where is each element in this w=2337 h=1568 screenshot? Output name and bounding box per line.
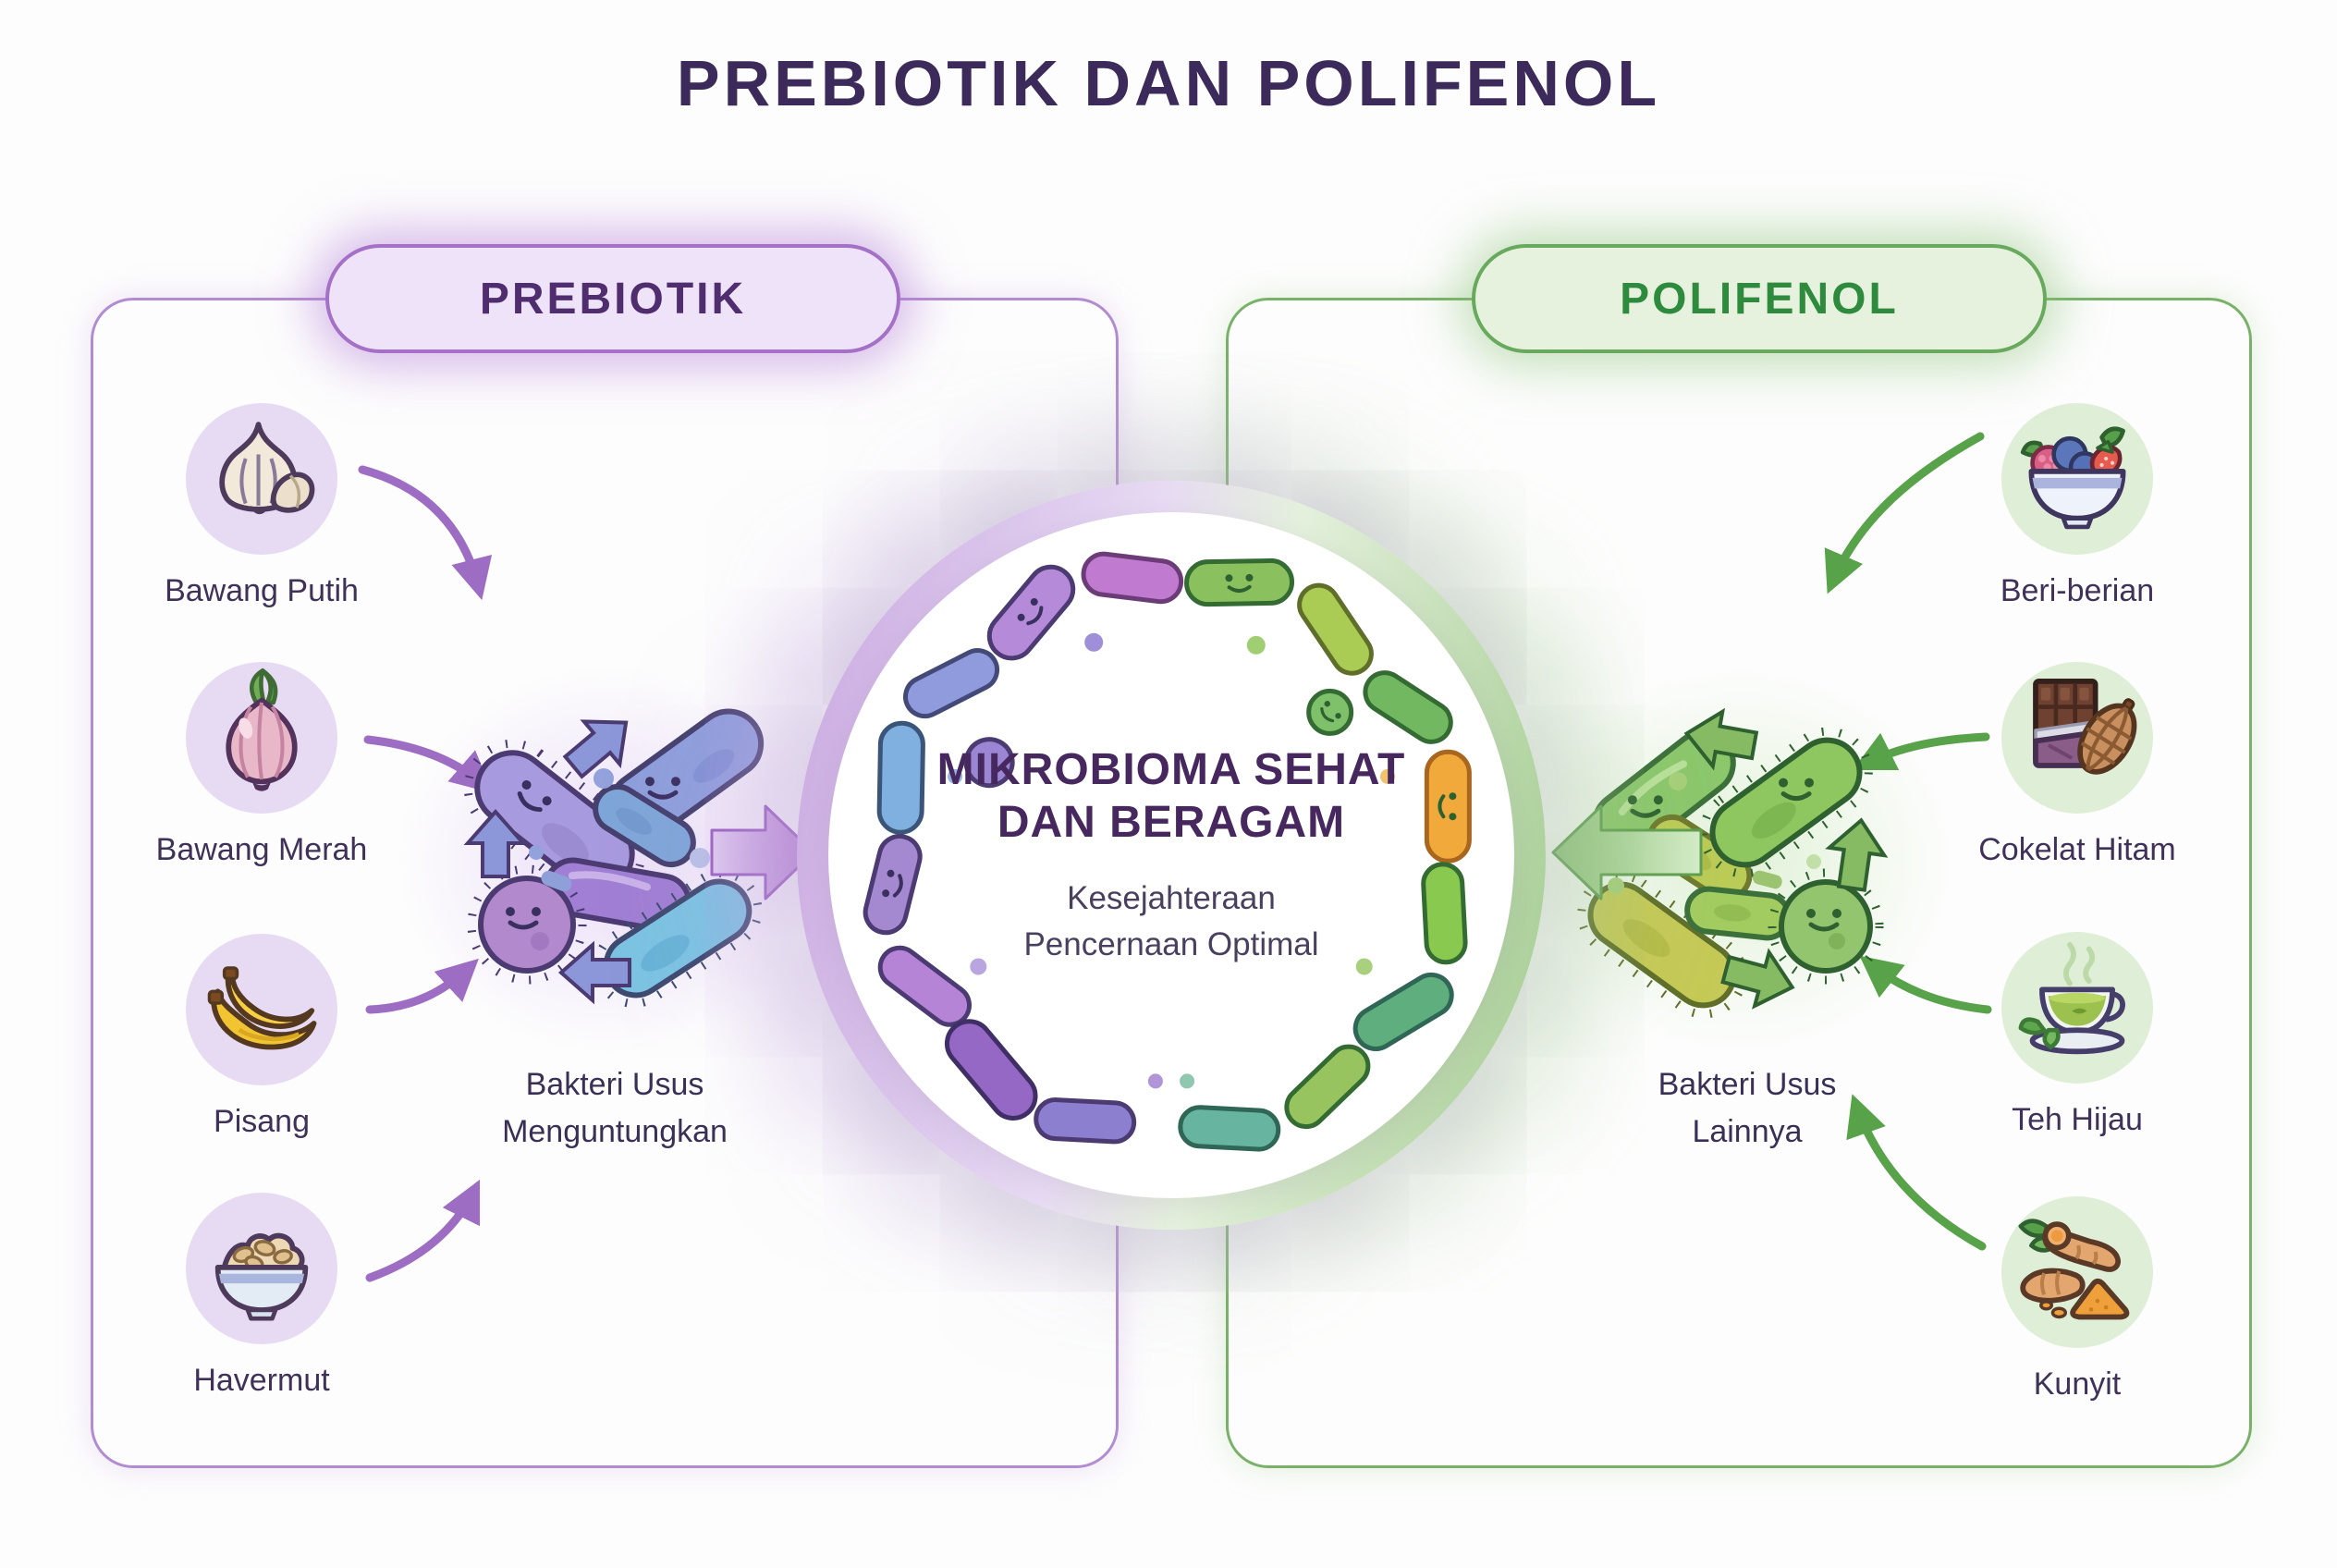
- polyphenol-to-microbiome-arrow: [1551, 804, 1703, 900]
- food-label: Pisang: [214, 1104, 310, 1139]
- shallot-arrow: [363, 735, 494, 793]
- shallot-icon: [226, 668, 298, 791]
- food-label: Teh Hijau: [2012, 1102, 2143, 1137]
- beneficial-bacteria-label: Bakteri Usus Menguntungkan: [411, 1061, 818, 1156]
- prebiotik-badge: PREBIOTIK: [325, 244, 900, 353]
- oats-arrow: [365, 1179, 481, 1282]
- microbiome-heading: MIKROBIOMA SEHAT DAN BERAGAM: [937, 743, 1406, 850]
- microbiome-heading-line2: DAN BERAGAM: [997, 798, 1346, 848]
- turmeric-arrow: [1846, 1094, 1987, 1251]
- food-item-garlic: Bawang Putih: [141, 403, 382, 609]
- berries-bowl-icon-circle: [2001, 403, 2153, 555]
- beneficial-gut-bacteria-cluster: [463, 699, 765, 1008]
- food-label: Havermut: [193, 1363, 330, 1398]
- garlic-arrow: [358, 465, 493, 601]
- cycle-arrow-up: [463, 808, 528, 878]
- food-item-banana: Pisang: [141, 934, 382, 1140]
- food-item-oatmeal: Havermut: [141, 1193, 382, 1399]
- microbiome-subheading: Kesejahteraan Pencernaan Optimal: [1023, 876, 1318, 967]
- other-bacteria-label: Bakteri Usus Lainnya: [1544, 1061, 1951, 1156]
- banana-arrow: [365, 958, 479, 1014]
- microbiome-heading-line1: MIKROBIOMA SEHAT: [936, 744, 1406, 794]
- microbiome-circle-inner: [828, 512, 1514, 1198]
- beneficial-bacteria-label-line2: Menguntungkan: [502, 1114, 728, 1149]
- page-title: PREBIOTIK DAN POLIFENOL: [676, 47, 1661, 119]
- turmeric-icon-circle: [2001, 1196, 2153, 1348]
- food-label: Bawang Merah: [155, 832, 368, 867]
- garlic-icon-circle: [186, 403, 337, 555]
- green-tea-cup-icon: [2018, 942, 2125, 1055]
- food-label: Bawang Putih: [165, 573, 359, 608]
- shallot-icon-circle: [186, 662, 337, 814]
- turmeric-icon: [2018, 1219, 2130, 1320]
- tea-arrow: [1859, 955, 1992, 1014]
- polifenol-badge-label: POLIFENOL: [1620, 274, 1899, 324]
- microbiome-bacteria-ring: [863, 551, 1472, 1152]
- other-gut-bacteria-cluster: [1577, 704, 1890, 1019]
- oatmeal-bowl-icon: [214, 1232, 309, 1321]
- prebiotic-to-microbiome-arrow: [710, 804, 815, 900]
- microbiome-subheading-line1: Kesejahteraan: [1067, 879, 1276, 916]
- microbiome-text-block: MIKROBIOMA SEHAT DAN BERAGAM Kesejahtera…: [797, 481, 1546, 1230]
- food-item-turmeric: Kunyit: [1957, 1196, 2197, 1403]
- food-item-dark-chocolate: Cokelat Hitam: [1957, 662, 2197, 868]
- banana-icon-circle: [186, 934, 337, 1085]
- beneficial-bacteria-label-line1: Bakteri Usus: [525, 1067, 704, 1102]
- chocolate-arrow: [1852, 732, 1990, 771]
- garlic-icon: [219, 422, 315, 515]
- food-label: Kunyit: [2033, 1366, 2122, 1402]
- food-item-berries: Beri-berian: [1957, 403, 2197, 609]
- berries-arrow: [1824, 432, 1985, 594]
- other-bacteria-label-line2: Lainnya: [1692, 1114, 1803, 1149]
- food-item-green-tea: Teh Hijau: [1957, 932, 2197, 1138]
- banana-icon: [207, 966, 317, 1050]
- oatmeal-bowl-icon-circle: [186, 1193, 337, 1344]
- polyphenol-food-arrows: [1824, 432, 1992, 1251]
- polifenol-badge: POLIFENOL: [1472, 244, 2047, 353]
- microbiome-circle: MIKROBIOMA SEHAT DAN BERAGAM Kesejahtera…: [797, 481, 1546, 1230]
- microbiome-subheading-line2: Pencernaan Optimal: [1023, 925, 1319, 962]
- dark-chocolate-icon: [2033, 678, 2137, 775]
- food-label: Beri-berian: [2000, 573, 2155, 608]
- other-bacteria-label-line1: Bakteri Usus: [1658, 1067, 1837, 1102]
- berries-bowl-icon: [2020, 426, 2126, 530]
- prebiotik-badge-label: PREBIOTIK: [479, 274, 747, 324]
- green-tea-cup-icon-circle: [2001, 932, 2153, 1084]
- food-item-shallot: Bawang Merah: [141, 662, 382, 868]
- prebiotic-food-arrows: [358, 465, 494, 1282]
- dark-chocolate-icon-circle: [2001, 662, 2153, 814]
- food-label: Cokelat Hitam: [1978, 832, 2176, 867]
